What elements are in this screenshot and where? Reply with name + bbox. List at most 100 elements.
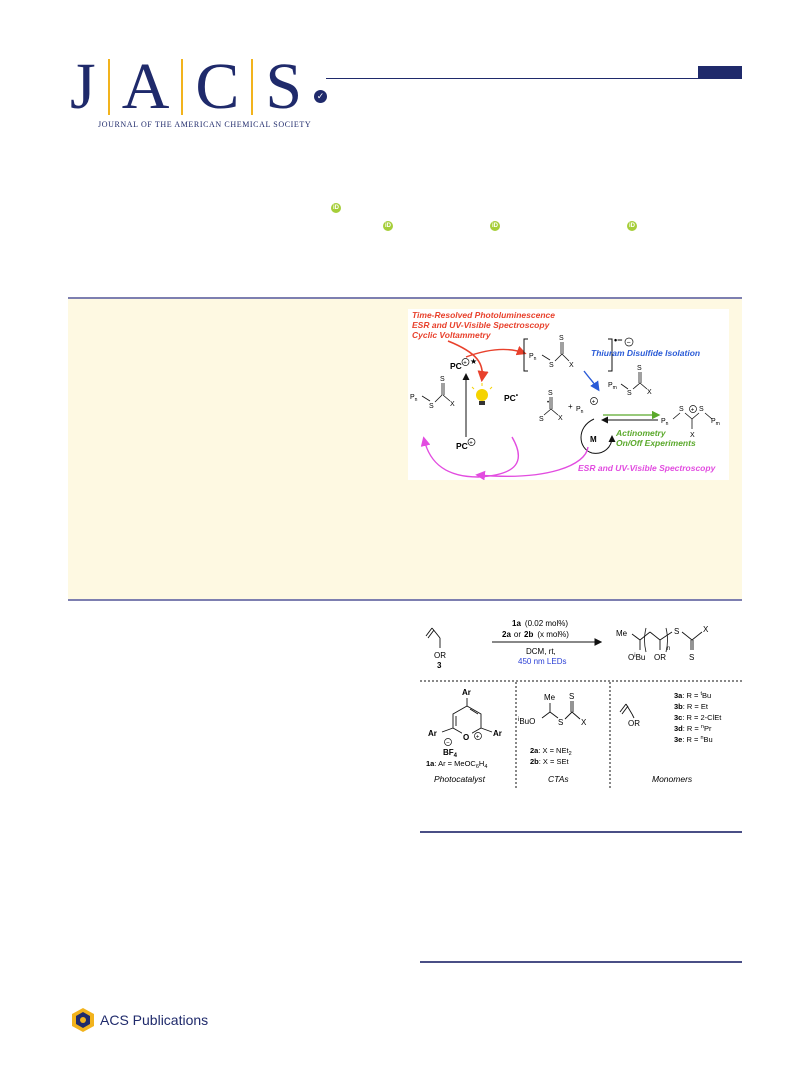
x-group-label: X <box>690 432 695 439</box>
lightbulb-icon <box>479 401 485 405</box>
monomer-entry: 3e: R = nBu <box>674 735 713 744</box>
monomer-entry: 3a: R = tBu <box>674 691 711 700</box>
photocatalyst-definition: 1a: Ar = MeOC6H4 <box>426 759 487 770</box>
jacs-letter-s: S <box>265 50 303 123</box>
x-group-label: X <box>558 415 563 422</box>
magenta-arrow <box>475 446 589 481</box>
sulfur-atom-label: S <box>674 627 679 636</box>
sulfur-atom-label: S <box>689 653 694 662</box>
ibuo-label: iBuO <box>518 717 535 726</box>
caption-ctas: CTAs <box>548 774 569 784</box>
orcid-icon[interactable]: iD <box>331 203 341 213</box>
plus-charge-icon: + <box>469 440 473 446</box>
radical-anion-sign: •− <box>614 335 622 345</box>
verified-check-icon[interactable]: ✓ <box>314 90 327 103</box>
sulfur-atom-label: S <box>679 406 684 413</box>
toc-method-label: Thiuram Disulfide Isolation <box>591 348 700 358</box>
acs-publications-logo[interactable]: ACS Publications <box>70 1006 210 1036</box>
bond <box>704 412 713 420</box>
x-group-label: X <box>647 389 652 396</box>
jacs-letter-a: A <box>121 50 170 123</box>
bond <box>649 631 661 641</box>
cta-2b-definition: 2b: X = SEt <box>530 757 569 766</box>
plus-charge-icon: + <box>463 360 467 366</box>
bond <box>425 627 433 637</box>
abstract-top-rule <box>68 297 742 299</box>
bracket <box>608 338 613 372</box>
toc-method-label: Actinometry <box>615 428 667 438</box>
orcid-icon[interactable]: iD <box>490 221 500 231</box>
bond <box>681 631 693 641</box>
bond <box>469 708 479 715</box>
star-icon: ★ <box>470 357 477 366</box>
bond <box>421 395 431 402</box>
aryl-label: Ar <box>428 729 437 738</box>
sulfur-atom-label: S <box>549 362 554 369</box>
toc-method-label: ESR and UV-Visible Spectroscopy <box>412 320 551 330</box>
radical-dot: • <box>547 400 549 406</box>
bond <box>631 713 635 719</box>
sulfur-atom-label: S <box>429 403 434 410</box>
obu-label: OiBu <box>628 653 645 662</box>
sulfur-atom-label: S <box>558 718 563 727</box>
sulfur-atom-label: S <box>627 390 632 397</box>
monomer-number: 3 <box>437 661 442 670</box>
blue-arrow <box>583 370 600 392</box>
bond <box>625 703 633 715</box>
toc-graphic: Time-Resolved Photoluminescence ESR and … <box>408 309 729 481</box>
monomer-entry: 3b: R = Et <box>674 702 709 711</box>
repeat-bracket <box>644 627 647 653</box>
x-group-label: X <box>569 362 574 369</box>
header-tab <box>698 66 742 79</box>
jacs-wordmark: J A C S <box>70 52 302 122</box>
monomer-entry: 3c: R = 2-ClEt <box>674 713 722 722</box>
plus-charge-icon <box>461 358 470 366</box>
repeat-n: n <box>667 646 670 652</box>
bond <box>427 629 435 639</box>
or-group-label: OR <box>434 651 446 660</box>
jacs-letter-c: C <box>195 50 240 123</box>
bond <box>550 408 559 416</box>
plus-charge-icon <box>467 438 476 446</box>
ring-gap <box>462 732 472 741</box>
toc-method-label: Time-Resolved Photoluminescence <box>412 310 555 320</box>
sulfur-atom-label: S <box>539 416 544 423</box>
light-ray-icon <box>489 386 493 390</box>
red-arrow <box>447 340 489 383</box>
bond <box>691 412 700 420</box>
bond <box>541 711 551 719</box>
bond <box>571 711 581 720</box>
sulfur-atom-label: S <box>440 376 445 383</box>
sulfur-atom-label: S <box>569 692 574 701</box>
bond <box>441 727 454 733</box>
orcid-icon[interactable]: iD <box>383 221 393 231</box>
bracket <box>523 338 528 372</box>
oxygen-atom-label: O <box>463 733 469 742</box>
bond <box>621 705 629 715</box>
bond <box>564 711 573 720</box>
bond <box>543 408 552 416</box>
cta-2a-definition: 2a: X = NEt2 <box>530 746 572 757</box>
light-ray-icon <box>471 386 475 390</box>
plus-charge-icon <box>590 397 598 405</box>
orcid-icon[interactable]: iD <box>627 221 637 231</box>
lightbulb-icon <box>476 389 488 401</box>
plus-charge-icon: + <box>592 399 596 405</box>
caption-photocatalyst: Photocatalyst <box>434 774 486 784</box>
toc-method-label: Cyclic Voltammetry <box>412 330 492 340</box>
bond <box>620 383 629 390</box>
bond <box>619 703 627 713</box>
plus-charge-icon <box>689 405 697 413</box>
pc-radical-label: PC• <box>504 393 518 403</box>
plus-sign: + <box>568 402 573 411</box>
minus-charge-icon: − <box>446 741 450 747</box>
pyrylium-ring <box>452 705 482 737</box>
jacs-logo: J A C S ✓ JOURNAL OF THE AMERICAN CHEMIC… <box>70 52 330 132</box>
table-bottom-rule <box>420 961 742 963</box>
condition-line-1: 1a(0.02 mol%) <box>512 619 568 628</box>
x-group-label: X <box>450 401 455 408</box>
sulfur-atom-label: S <box>637 365 642 372</box>
sulfur-atom-label: S <box>699 406 704 413</box>
polymer-chain-label: Pm <box>711 418 720 427</box>
